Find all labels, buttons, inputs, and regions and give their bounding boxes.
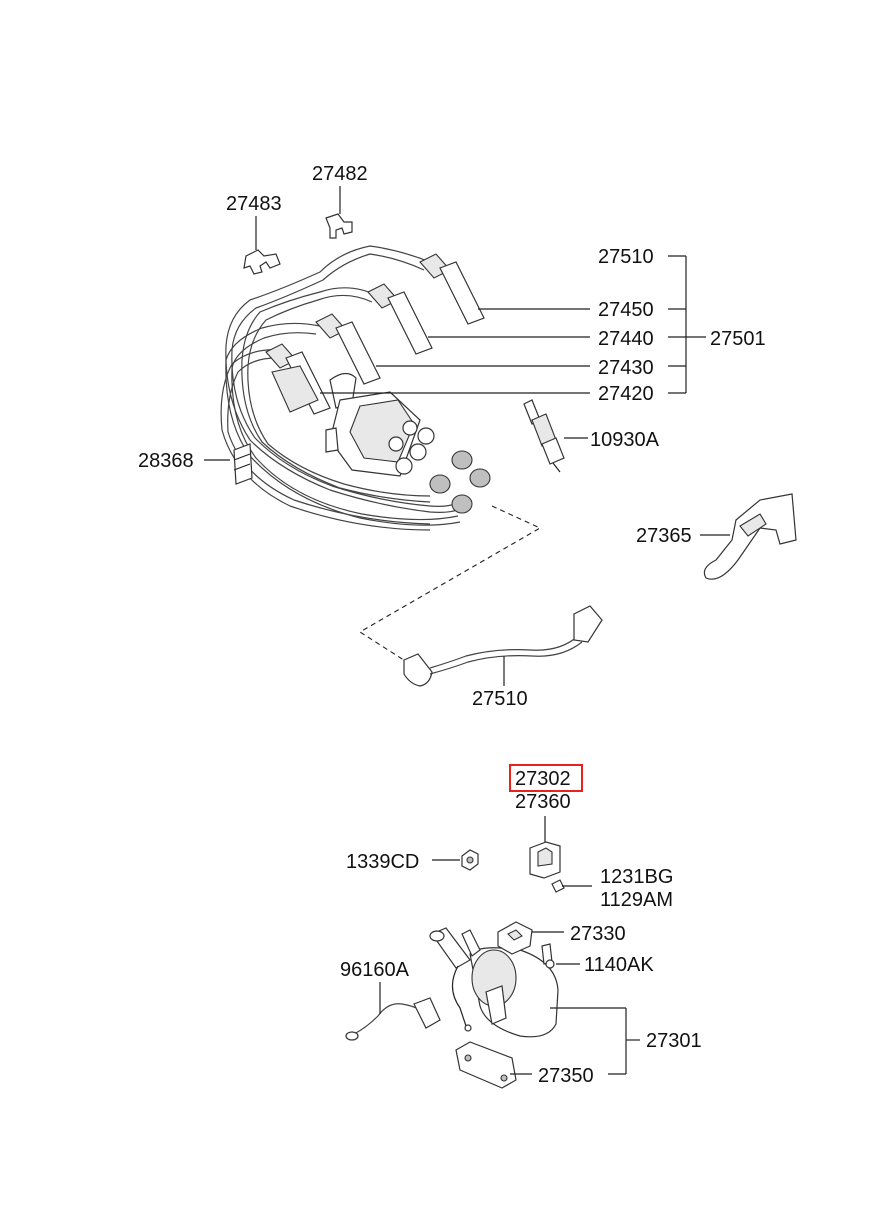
plug-boot-27450-part	[419, 253, 485, 325]
wire-27510-leader	[358, 505, 542, 665]
label-27501: 27501	[710, 328, 766, 350]
spark-plug-10930A-part	[523, 399, 588, 473]
label-10930A: 10930A	[590, 429, 660, 451]
bracket-27330-part	[497, 921, 564, 955]
callout-lines-27501	[320, 255, 706, 394]
clip-27483-part	[243, 216, 281, 275]
label-27301: 27301	[646, 1030, 702, 1052]
label-27483: 27483	[226, 193, 282, 215]
highlight-box-27302	[509, 764, 583, 792]
label-27360: 27360	[515, 791, 571, 813]
label-1129AM: 1129AM	[600, 889, 673, 911]
ignition-coil-27301-part	[429, 927, 559, 1038]
label-27482: 27482	[312, 163, 368, 185]
plug-boot-27440-part	[367, 283, 433, 355]
label-27510-top: 27510	[598, 246, 654, 268]
label-27420: 27420	[598, 383, 654, 405]
label-27350: 27350	[538, 1065, 594, 1087]
label-27440: 27440	[598, 328, 654, 350]
ignition-coil-wire-27510-part	[403, 605, 603, 687]
bracket-27365-part	[700, 493, 797, 580]
clip-27482-part	[325, 186, 353, 239]
bracket-27350-part	[455, 1041, 532, 1089]
label-28368: 28368	[138, 450, 194, 472]
label-27302: 27302	[515, 768, 571, 790]
label-27430: 27430	[598, 357, 654, 379]
connector-27360-part	[529, 816, 561, 879]
distributor-cap-part	[271, 365, 491, 514]
label-27510-bottom: 27510	[472, 688, 528, 710]
callout-lines-27301	[550, 1007, 640, 1075]
nut-1339CD-part	[432, 849, 479, 871]
label-1339CD: 1339CD	[346, 851, 419, 873]
label-27450: 27450	[598, 299, 654, 321]
wire-holder-28368-part	[204, 443, 253, 485]
plug-boot-27430-part	[315, 313, 381, 385]
label-27365: 27365	[636, 525, 692, 547]
label-1140AK: 1140AK	[584, 954, 654, 976]
label-1231BG: 1231BG	[600, 866, 673, 888]
label-27330: 27330	[570, 923, 626, 945]
label-96160A: 96160A	[340, 959, 410, 981]
sensor-96160A-part	[345, 982, 441, 1041]
spark-plug-wires	[220, 245, 466, 531]
screw-1231BG-part	[551, 879, 592, 893]
bolt-1140AK-part	[541, 943, 580, 969]
